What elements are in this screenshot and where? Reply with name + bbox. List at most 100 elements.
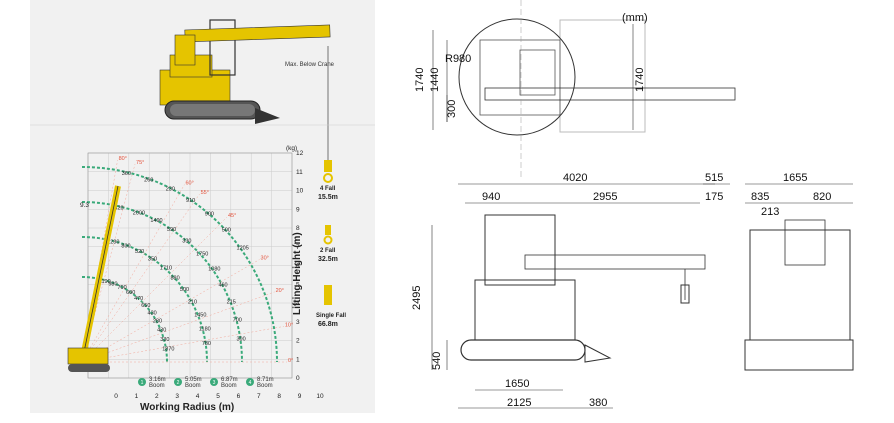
dim-2495: 2495 — [411, 286, 423, 310]
dim-4020: 4020 — [563, 172, 587, 184]
capacity-value: 2000 — [133, 210, 145, 216]
capacity-value: 500 — [222, 228, 231, 234]
boom-sub: Boom — [257, 383, 273, 389]
capacity-value: 880 — [170, 275, 179, 281]
capacity-value: 1710 — [160, 265, 172, 271]
capacity-value: 650 — [141, 303, 150, 309]
boom-sub: Boom — [185, 383, 201, 389]
y-tick-label: 5 — [296, 281, 300, 288]
capacity-value: 210 — [188, 299, 197, 305]
capacity-value: 330 — [160, 337, 169, 343]
capacity-value: 1750 — [196, 252, 208, 258]
capacity-value: 780 — [202, 341, 211, 347]
fall-value: 66.8m — [318, 321, 338, 328]
radius-arc — [81, 166, 278, 363]
dim-515: 515 — [705, 172, 723, 184]
crane-label: Max. Below Crane — [285, 62, 335, 68]
capacity-value: 1230 — [107, 240, 119, 246]
boom-number: 2 — [177, 380, 180, 386]
x-tick-label: 6 — [237, 393, 241, 400]
dim-1740-right: 1740 — [634, 68, 646, 92]
x-tick-label: 3 — [175, 393, 179, 400]
capacity-value: 500 — [180, 287, 189, 293]
capacity-value: 330 — [182, 238, 191, 244]
capacity-value: 1190 — [99, 279, 111, 285]
dim-1440: 1440 — [429, 68, 441, 92]
boom-marker — [174, 378, 182, 386]
max-height-label: 9.3 — [80, 202, 89, 209]
y-tick-label: 11 — [296, 169, 303, 176]
angle-label: 30° — [261, 256, 269, 262]
boom-length: 8.71m — [257, 377, 274, 383]
angle-ray — [81, 326, 284, 363]
angle-label: 20° — [276, 288, 284, 294]
x-tick-label: 9 — [298, 393, 302, 400]
y-tick-label: 9 — [296, 206, 300, 213]
boom-number: 4 — [249, 380, 252, 386]
capacity-value: 520 — [135, 249, 144, 255]
capacity-value: 700 — [118, 285, 127, 291]
y-tick-label: 7 — [296, 244, 300, 251]
side-view: 4020 515 940 2955 175 2495 540 1650 2125… — [411, 172, 730, 409]
capacity-value: 900 — [205, 212, 214, 218]
dim-1740-left: 1740 — [414, 68, 426, 92]
boom-number: 1 — [141, 380, 144, 386]
y-tick-label: 12 — [296, 150, 304, 157]
boom-length: 5.05m — [185, 377, 202, 383]
boom-sub: Boom — [221, 383, 237, 389]
dim-r980: R980 — [445, 53, 471, 65]
capacity-value: 430 — [148, 310, 157, 316]
capacity-value: 700 — [233, 318, 242, 324]
y-tick-label: 1 — [296, 356, 300, 363]
fall-name: Single Fall — [316, 313, 346, 319]
dim-1655: 1655 — [783, 172, 807, 184]
fall-value: 32.5m — [318, 256, 338, 263]
x-tick-label: 1 — [135, 393, 139, 400]
crane-machine-illustration: Max. Below Crane — [159, 19, 335, 160]
dim-175: 175 — [705, 191, 723, 203]
boom-marker — [138, 378, 146, 386]
y-tick-label: 8 — [296, 225, 300, 232]
boom-length: 3.16m — [149, 377, 166, 383]
radius-arcs: 80°75°60°55°45°30°20°10°0°11909807006004… — [81, 156, 293, 364]
boom-sub: Boom — [149, 383, 165, 389]
hook-single-fall: Single Fall 66.8m — [316, 285, 346, 328]
boom-length: 6.87m — [221, 377, 238, 383]
fall-name: 2 Fall — [320, 248, 336, 254]
capacity-value: 1080 — [208, 266, 220, 272]
capacity-value: 600 — [126, 290, 135, 296]
capacity-value: 230 — [166, 186, 175, 192]
capacity-value: 910 — [186, 198, 195, 204]
y-tick-label: 6 — [296, 263, 300, 270]
dimension-drawings-panel: 1740 1440 300 R980 1740 (mm) 4020 515 94… — [385, 0, 894, 423]
angle-label: 60° — [186, 180, 194, 186]
angle-label: 55° — [201, 190, 209, 196]
capacity-value: 1205 — [237, 246, 249, 252]
x-tick-label: 0 — [114, 393, 118, 400]
dim-835: 835 — [751, 191, 769, 203]
capacity-value: 460 — [218, 282, 227, 288]
capacity-value: 800 — [121, 244, 130, 250]
boom-marker — [210, 378, 218, 386]
fall-name: 4 Fall — [320, 186, 336, 192]
capacity-value: 350 — [148, 257, 157, 263]
capacity-value: 1870 — [162, 347, 174, 353]
x-tick-label: 8 — [277, 393, 281, 400]
x-tick-label: 2 — [155, 393, 159, 400]
dim-940: 940 — [482, 191, 500, 203]
boom-number: 3 — [213, 380, 216, 386]
x-tick-label: 10 — [316, 393, 324, 400]
capacity-value: 215 — [227, 300, 236, 306]
capacity-value: 260 — [144, 177, 153, 183]
dim-380: 380 — [589, 397, 607, 409]
dim-820: 820 — [813, 191, 831, 203]
capacity-value: 1450 — [194, 313, 206, 319]
capacity-value: 420 — [114, 205, 123, 211]
capacity-value: 980 — [108, 281, 117, 287]
capacity-value: 1180 — [199, 327, 211, 333]
boom-illustration — [67, 185, 121, 372]
x-tick-label: 4 — [196, 393, 200, 400]
